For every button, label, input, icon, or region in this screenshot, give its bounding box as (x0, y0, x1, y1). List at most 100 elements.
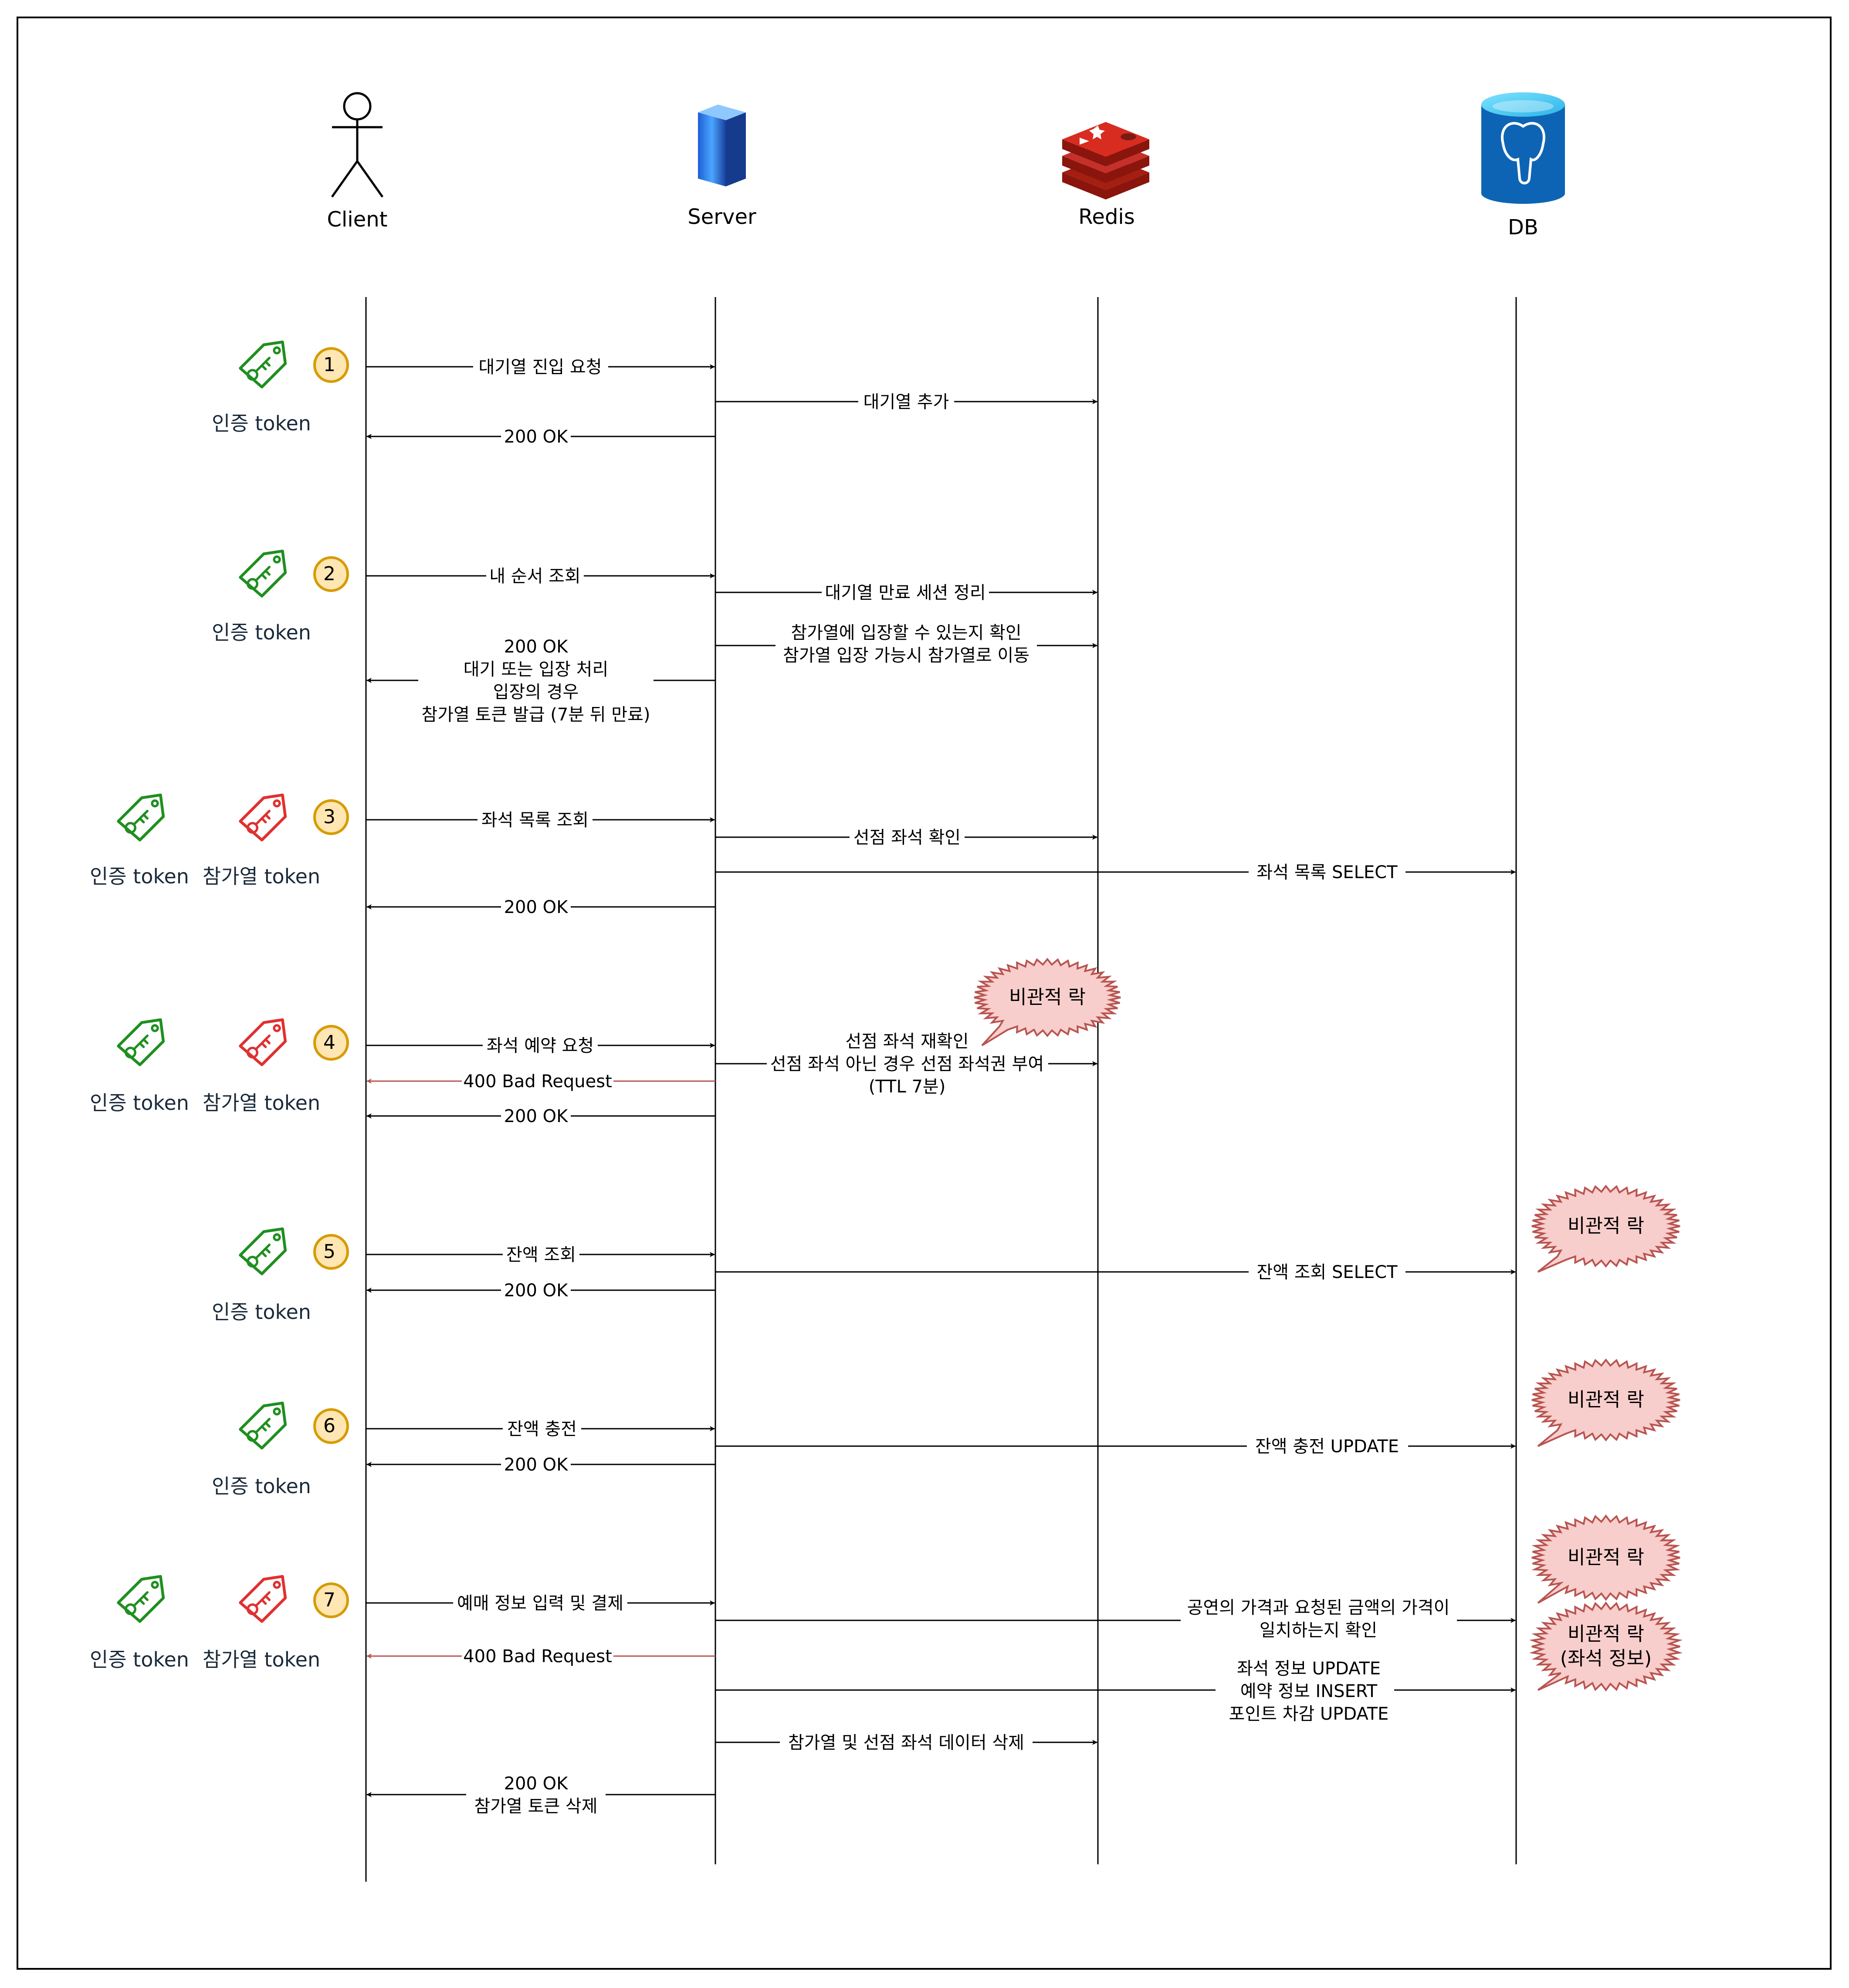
auth-token-label: 인증 token (212, 1300, 311, 1324)
auth-token-label: 인증 token (212, 621, 311, 644)
msg-step7-response: 200 OK 참가열 토큰 삭제 (366, 1768, 715, 1820)
svg-text:선점 좌석 재확인: 선점 좌석 재확인 (845, 1031, 969, 1051)
msg-seat-reserve-request: 좌석 예약 요청 (366, 1035, 715, 1056)
pessimistic-lock-label: (좌석 정보) (1560, 1647, 1652, 1670)
queue-token-label: 참가열 token (203, 865, 320, 888)
queue-token-icon (240, 795, 285, 840)
msg-step5-response: 200 OK (366, 1280, 715, 1301)
auth-token-icon (119, 1020, 163, 1065)
msg-step7-bad-request: 400 Bad Request (366, 1646, 715, 1667)
svg-text:내 순서 조회: 내 순서 조회 (489, 566, 580, 586)
db-label: DB (1508, 215, 1538, 240)
svg-text:잔액 충전: 잔액 충전 (507, 1419, 577, 1439)
step-2-badge (313, 556, 349, 592)
svg-text:예매 정보 입력 및 결제: 예매 정보 입력 및 결제 (457, 1593, 623, 1613)
msg-queue-add: 대기열 추가 (715, 391, 1097, 412)
svg-text:예약 정보 INSERT: 예약 정보 INSERT (1240, 1681, 1378, 1701)
redis-icon (1062, 122, 1149, 199)
step-3-number: 3 (323, 806, 335, 828)
auth-token-icon (119, 1576, 163, 1621)
svg-text:대기 또는 입장 처리: 대기 또는 입장 처리 (464, 659, 609, 680)
svg-text:잔액 조회: 잔액 조회 (506, 1245, 576, 1265)
pessimistic-lock-label: 비관적 락 (1568, 1215, 1644, 1237)
msg-step4-bad-request: 400 Bad Request (366, 1071, 715, 1092)
msg-payment-request: 예매 정보 입력 및 결제 (366, 1592, 715, 1613)
step-6-number: 6 (323, 1415, 335, 1437)
svg-text:참가열에 입장할 수 있는지 확인: 참가열에 입장할 수 있는지 확인 (791, 623, 1021, 643)
svg-text:일치하는지 확인: 일치하는지 확인 (1260, 1620, 1377, 1640)
step-4-badge (313, 1025, 349, 1061)
svg-text:대기열 진입 요청: 대기열 진입 요청 (478, 357, 602, 377)
msg-my-order-request: 내 순서 조회 (366, 565, 715, 586)
svg-text:공연의 가격과 요청된 금액의 가격이: 공연의 가격과 요청된 금액의 가격이 (1187, 1598, 1450, 1618)
server-icon (698, 105, 746, 186)
step-5-badge (313, 1234, 349, 1270)
pessimistic-lock-callout (1529, 1601, 1683, 1692)
svg-text:200 OK: 200 OK (504, 1281, 569, 1301)
svg-text:200 OK: 200 OK (504, 1774, 569, 1794)
svg-text:(TTL 7분): (TTL 7분) (869, 1077, 946, 1097)
queue-token-label: 참가열 token (203, 1648, 320, 1671)
msg-step4-response: 200 OK (366, 1106, 715, 1126)
step-7-number: 7 (323, 1589, 335, 1611)
svg-text:대기열 추가: 대기열 추가 (864, 392, 949, 412)
svg-text:200 OK: 200 OK (504, 1106, 569, 1126)
step-3-badge (313, 799, 349, 835)
pessimistic-lock-label: 비관적 락 (1568, 1389, 1644, 1411)
pessimistic-lock-label: 비관적 락 (1568, 1546, 1644, 1569)
msg-participant-check: 참가열에 입장할 수 있는지 확인 참가열 입장 가능시 참가열로 이동 (715, 619, 1097, 671)
auth-token-icon (240, 1229, 285, 1274)
svg-text:참가열 및 선점 좌석 데이터 삭제: 참가열 및 선점 좌석 데이터 삭제 (788, 1733, 1024, 1753)
auth-token-label: 인증 token (90, 1648, 189, 1671)
msg-charge-update: 잔액 충전 UPDATE (715, 1436, 1516, 1457)
svg-text:잔액 충전 UPDATE: 잔액 충전 UPDATE (1255, 1437, 1399, 1457)
db-icon (1481, 92, 1565, 204)
pessimistic-lock-callout (1531, 1358, 1680, 1447)
msg-reservation-db-write: 좌석 정보 UPDATE 예약 정보 INSERT 포인트 차감 UPDATE (715, 1658, 1516, 1730)
svg-text:포인트 차감 UPDATE: 포인트 차감 UPDATE (1229, 1704, 1389, 1724)
auth-token-icon (240, 551, 285, 596)
msg-queue-enter-request: 대기열 진입 요청 (366, 356, 715, 377)
auth-token-label: 인증 token (90, 865, 189, 888)
svg-text:좌석 정보 UPDATE: 좌석 정보 UPDATE (1237, 1659, 1381, 1679)
diagram-frame (17, 17, 1832, 1970)
step-1-number: 1 (323, 354, 335, 376)
step-2-number: 2 (323, 563, 335, 585)
svg-text:입장의 경우: 입장의 경우 (493, 682, 579, 702)
svg-text:400 Bad Request: 400 Bad Request (463, 1647, 612, 1667)
auth-token-label: 인증 token (90, 1091, 189, 1115)
pessimistic-lock-label: 비관적 락 (1568, 1623, 1644, 1645)
step-7-badge (313, 1582, 349, 1618)
auth-token-label: 인증 token (212, 412, 311, 435)
msg-price-check: 공연의 가격과 요청된 금액의 가격이 일치하는지 확인 (715, 1594, 1516, 1645)
svg-text:대기열 만료 세션 정리: 대기열 만료 세션 정리 (825, 583, 985, 603)
queue-token-icon (240, 1020, 285, 1065)
svg-text:좌석 목록 조회: 좌석 목록 조회 (481, 810, 589, 830)
svg-text:선점 좌석 확인: 선점 좌석 확인 (853, 828, 961, 848)
msg-balance-select: 잔액 조회 SELECT (715, 1261, 1516, 1282)
msg-step2-response: 200 OK 대기 또는 입장 처리 입장의 경우 참가열 토큰 발급 (7분 … (366, 632, 715, 730)
msg-seat-recheck: 선점 좌석 재확인 선점 좌석 아닌 경우 선점 좌석권 부여 (TTL 7분) (715, 1031, 1097, 1099)
queue-token-icon (240, 1576, 285, 1621)
auth-token-icon (240, 1403, 285, 1448)
step-5-number: 5 (323, 1241, 335, 1263)
svg-text:200 OK: 200 OK (504, 897, 569, 917)
auth-token-icon (240, 342, 285, 387)
msg-preempted-seat-check: 선점 좌석 확인 (715, 827, 1097, 848)
msg-balance-request: 잔액 조회 (366, 1244, 715, 1265)
step-4-number: 4 (323, 1031, 335, 1054)
auth-token-icon (119, 795, 163, 840)
svg-text:선점 좌석 아닌 경우 선점 좌석권 부여: 선점 좌석 아닌 경우 선점 좌석권 부여 (770, 1054, 1044, 1074)
svg-text:200 OK: 200 OK (504, 637, 569, 657)
svg-text:200 OK: 200 OK (504, 1455, 569, 1475)
auth-token-label: 인증 token (212, 1474, 311, 1498)
msg-charge-request: 잔액 충전 (366, 1418, 715, 1439)
svg-text:200 OK: 200 OK (504, 427, 569, 447)
msg-seat-list-select: 좌석 목록 SELECT (715, 862, 1516, 882)
msg-step3-response: 200 OK (366, 896, 715, 917)
svg-text:잔액 조회 SELECT: 잔액 조회 SELECT (1256, 1262, 1398, 1282)
client-label: Client (327, 207, 388, 232)
svg-text:좌석 목록 SELECT: 좌석 목록 SELECT (1256, 862, 1398, 882)
